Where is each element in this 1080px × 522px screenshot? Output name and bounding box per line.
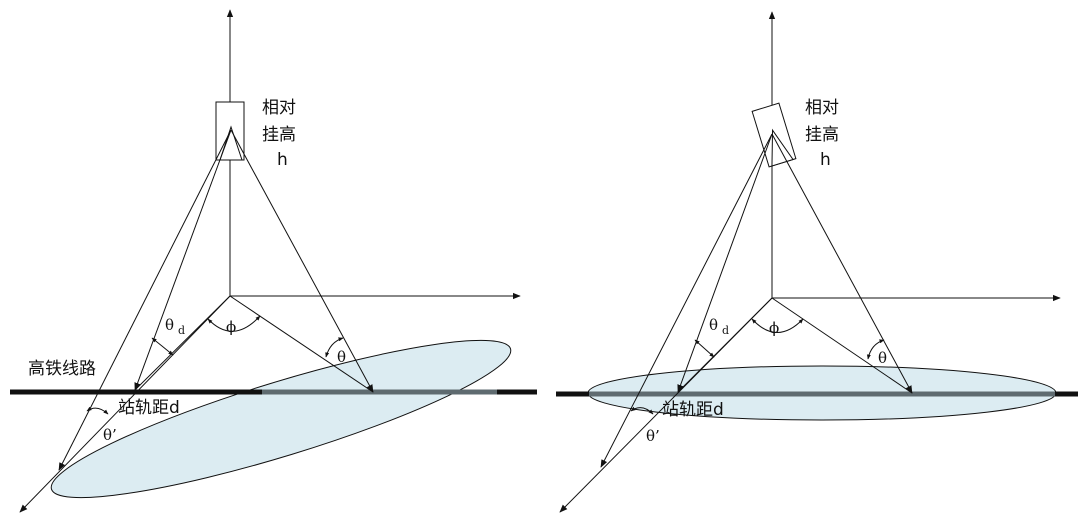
left-theta-label: θ [337,348,346,366]
right-height-label-line3: h [820,150,831,170]
right-phi-label: ϕ [769,319,779,337]
left-theta-d-arc [151,337,174,356]
left-phi-label: ϕ [226,318,236,336]
left-oblique-axis [19,295,231,513]
left-railway-label: 高铁线路 [28,359,96,379]
left-theta-prime-label: θ’ [103,426,117,444]
right-ground-line-d [677,297,773,393]
left-ray-near [134,129,232,391]
left-height-label-line3: h [277,150,288,170]
left-coverage-ellipse [50,339,512,499]
right-ray-far [600,133,773,468]
right-theta-prime-label: θ’ [646,427,660,445]
right-antenna-icon [751,102,797,168]
left-ray-main [230,129,374,393]
right-theta-label: θ [878,349,887,367]
left-ground-line-d [134,295,231,391]
right-distance-label: 站轨距d [662,400,724,420]
right-height-label-line2: 挂高 [805,125,839,145]
left-theta-arc [325,337,344,358]
left-height-label-line1: 相对 [262,98,296,118]
right-theta-arc [866,339,885,360]
right-ray-near [677,133,773,393]
left-phi-arc [207,315,261,332]
right-theta-d-arc [694,339,715,358]
right-phi-arc [751,318,804,333]
left-theta-prime-arc [86,406,109,415]
left-height-label-line2: 挂高 [262,125,296,145]
right-ray-main [771,133,913,394]
left-distance-label: 站轨距d [118,398,180,418]
right-ground-line-main [771,297,913,394]
right-theta-prime-arc [630,406,654,415]
left-ground-line-main [229,295,374,393]
right-height-label-line1: 相对 [805,98,839,118]
